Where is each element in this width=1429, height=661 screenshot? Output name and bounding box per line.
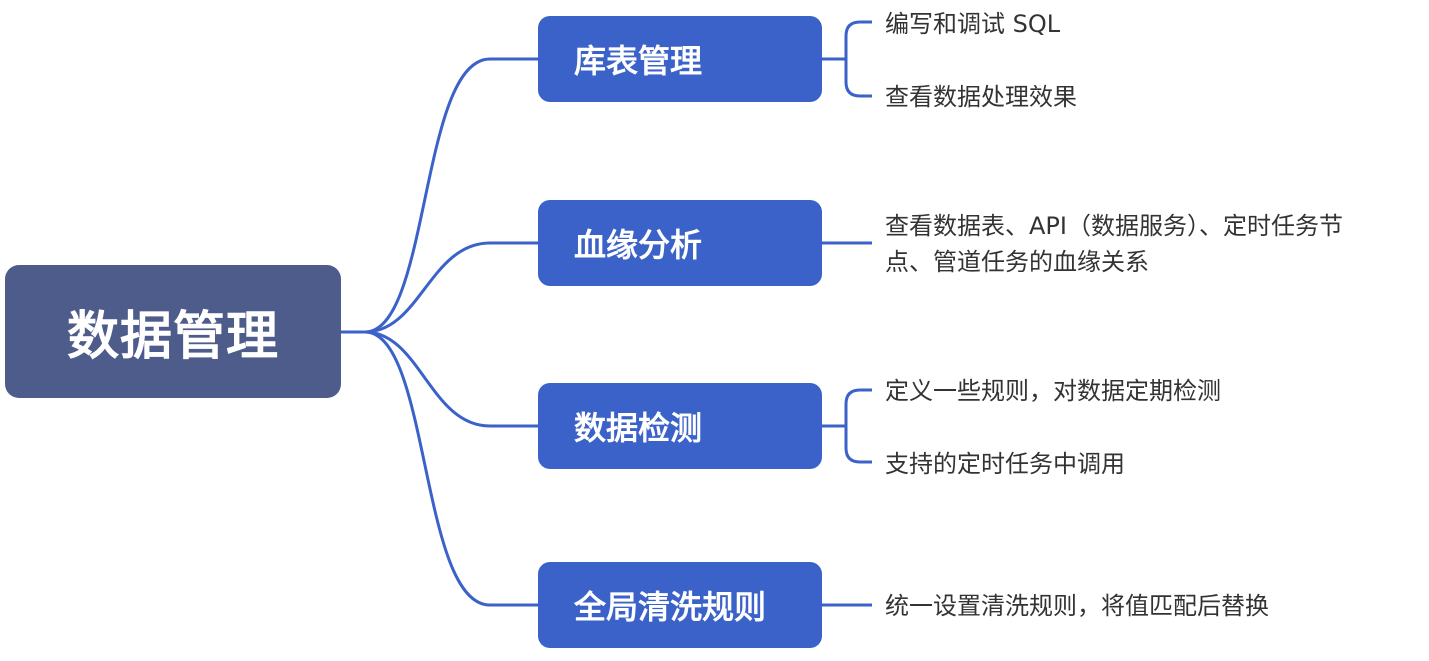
leaf-node[interactable]: 定义一些规则，对数据定期检测 [885,377,1221,405]
leaf-node[interactable]: 支持的定时任务中调用 [885,450,1125,478]
branch-node-cleaning-rules[interactable]: 全局清洗规则 [538,562,822,648]
leaf-node[interactable]: 点、管道任务的血缘关系 [885,248,1149,276]
leaf-node[interactable]: 查看数据处理效果 [885,83,1077,111]
root-node[interactable]: 数据管理 [5,265,341,398]
leaf-node[interactable]: 统一设置清洗规则，将值匹配后替换 [885,592,1269,620]
leaf-node[interactable]: 编写和调试 SQL [885,10,1061,38]
branch-node-data-check[interactable]: 数据检测 [538,383,822,469]
link-branch-1 [364,57,538,334]
branch-node-lineage-analysis[interactable]: 血缘分析 [538,200,822,286]
leaf-node[interactable]: 查看数据表、API（数据服务）、定时任务节 [885,212,1343,240]
link-branch-2 [364,241,538,334]
branch-node-table-management[interactable]: 库表管理 [538,16,822,102]
bracket-3 [822,388,872,464]
link-branch-4 [364,330,538,607]
bracket-1 [822,20,872,98]
link-branch-3 [364,330,538,428]
